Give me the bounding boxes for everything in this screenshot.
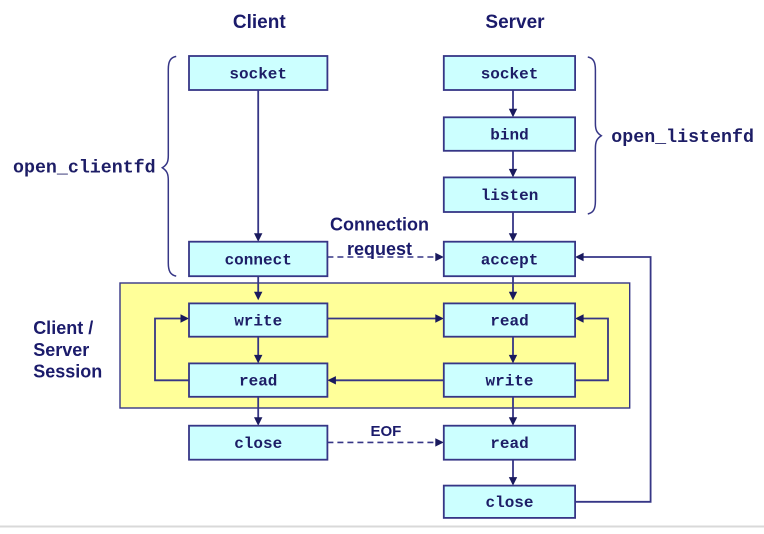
svg-text:request: request <box>347 239 412 259</box>
svg-text:EOF: EOF <box>370 423 401 440</box>
svg-text:open_clientfd: open_clientfd <box>13 158 156 178</box>
svg-text:connect: connect <box>225 252 292 270</box>
svg-text:close: close <box>234 435 282 453</box>
svg-text:Session: Session <box>33 362 102 382</box>
svg-text:socket: socket <box>481 66 539 84</box>
svg-text:socket: socket <box>229 66 287 84</box>
svg-text:write: write <box>234 313 282 331</box>
svg-text:read: read <box>490 435 528 453</box>
svg-text:read: read <box>239 373 277 391</box>
svg-text:bind: bind <box>490 127 528 145</box>
svg-text:accept: accept <box>481 252 539 270</box>
svg-text:write: write <box>485 373 533 391</box>
svg-text:Client /: Client / <box>33 318 93 338</box>
svg-text:Server: Server <box>485 12 545 33</box>
svg-text:open_listenfd: open_listenfd <box>611 128 754 148</box>
svg-text:Connection: Connection <box>330 215 429 235</box>
svg-text:Client: Client <box>233 12 286 33</box>
svg-text:read: read <box>490 313 528 331</box>
svg-text:close: close <box>485 494 533 512</box>
svg-text:listen: listen <box>481 187 539 205</box>
svg-text:Server: Server <box>33 340 89 360</box>
